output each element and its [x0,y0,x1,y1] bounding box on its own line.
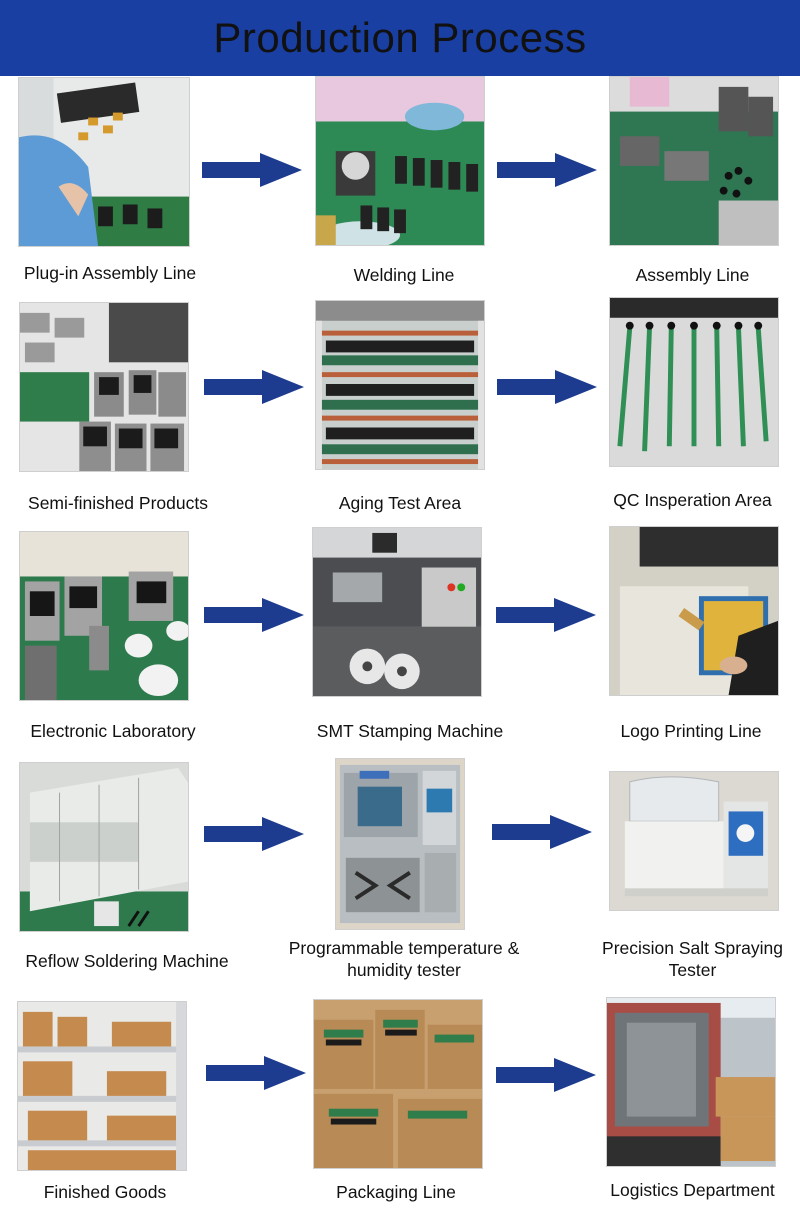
caption-aging-test-area: Aging Test Area [338,493,462,513]
photo-reflow-soldering-machine [19,762,189,932]
caption-electronic-laboratory: Electronic Laboratory [30,721,196,741]
caption-logistics-department: Logistics Department [610,1180,775,1200]
photo-smt-stamping-machine [312,527,482,697]
caption-plug-in-assembly-line: Plug-in Assembly Line [23,263,197,283]
caption-salt-spray-tester: Precision Salt Spraying Tester [602,938,783,980]
arrow-right-icon [496,1058,596,1092]
arrow-right-icon [206,1056,306,1090]
photo-logistics-department [606,997,776,1167]
caption-qc-inspection-area: QC Insperation Area [613,490,772,510]
caption-logo-printing-line: Logo Printing Line [620,721,762,741]
photo-temperature-humidity-tester [335,758,465,930]
caption-temperature-humidity-tester: Programmable temperature & humidity test… [288,938,520,980]
arrow-right-icon [492,815,592,849]
caption-welding-line: Welding Line [353,265,455,285]
arrow-right-icon [497,370,597,404]
photo-finished-goods [17,1001,187,1171]
photo-plug-in-assembly-line [18,77,190,247]
arrow-right-icon [496,598,596,632]
photo-salt-spray-tester [609,771,779,911]
arrow-right-icon [497,153,597,187]
photo-packaging-line [313,999,483,1169]
caption-packaging-line: Packaging Line [336,1182,456,1202]
caption-finished-goods: Finished Goods [43,1182,167,1202]
photo-welding-line [315,76,485,246]
arrow-right-icon [202,153,302,187]
header-banner: Production Process [0,0,800,76]
caption-reflow-soldering-machine: Reflow Soldering Machine [25,951,229,971]
arrow-right-icon [204,370,304,404]
caption-assembly-line: Assembly Line [635,265,750,285]
photo-logo-printing-line [609,526,779,696]
photo-assembly-line [609,76,779,246]
arrow-right-icon [204,598,304,632]
photo-aging-test-area [315,300,485,470]
photo-electronic-laboratory [19,531,189,701]
page-title: Production Process [213,14,587,61]
caption-semi-finished-products: Semi-finished Products [28,493,208,513]
photo-qc-inspection-area [609,297,779,467]
caption-smt-stamping-machine: SMT Stamping Machine [316,721,504,741]
photo-semi-finished-products [19,302,189,472]
arrow-right-icon [204,817,304,851]
